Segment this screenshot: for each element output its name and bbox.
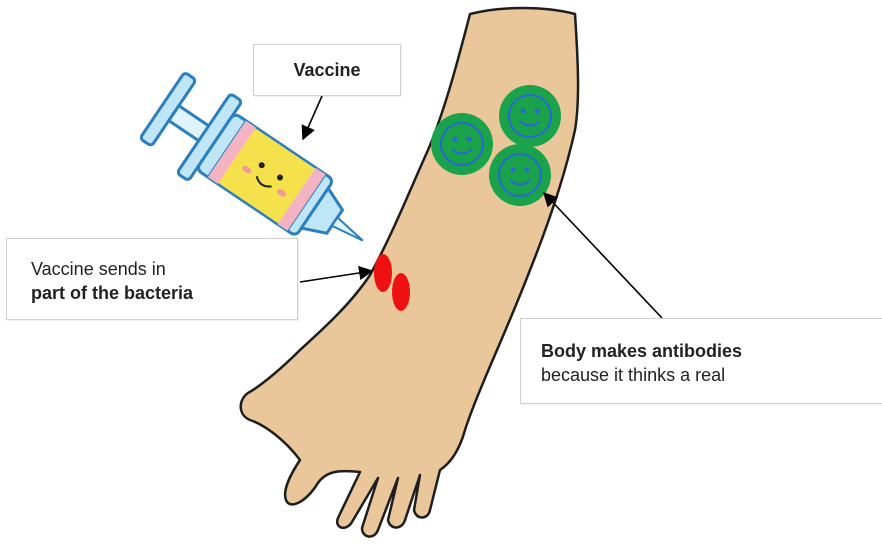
vaccine-label-text: Vaccine xyxy=(293,60,360,80)
arrow-to-antibodies xyxy=(544,193,662,318)
antibody-icon xyxy=(489,144,551,206)
vaccine-sends-line1: Vaccine sends in xyxy=(31,257,297,281)
arrow-to-bacteria xyxy=(300,271,372,282)
antibodies-line1: Body makes antibodies xyxy=(541,339,882,363)
antibodies-label: Body makes antibodies because it thinks … xyxy=(520,318,882,404)
antibodies-line2: because it thinks a real xyxy=(541,363,882,387)
vaccine-sends-line2: part of the bacteria xyxy=(31,281,297,305)
antibody-icon xyxy=(431,113,493,175)
vaccine-label: Vaccine xyxy=(253,44,401,96)
vaccine-sends-label: Vaccine sends in part of the bacteria xyxy=(6,238,298,320)
arrow-to-syringe xyxy=(303,96,322,139)
antibody-icon xyxy=(499,85,561,147)
